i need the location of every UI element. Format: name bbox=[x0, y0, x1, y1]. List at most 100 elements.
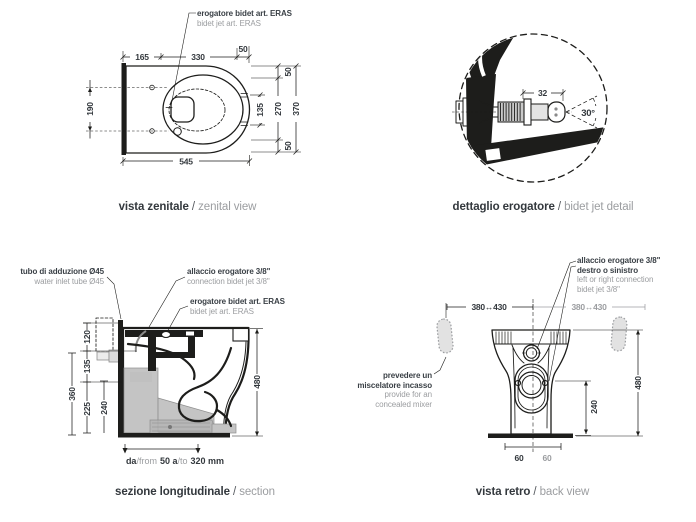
back-connection-label: allaccio erogatore 3/8" destro o sinistr… bbox=[577, 256, 660, 294]
drain-hole bbox=[517, 371, 546, 399]
dim-380-430-right: 380↔430 bbox=[571, 302, 607, 312]
ceramic-section bbox=[464, 35, 606, 167]
dim-480-section: 480 bbox=[252, 375, 262, 389]
back-dimensions: 380↔430 380↔430 240 480 60 60 bbox=[445, 301, 646, 463]
caption-detail-en: bidet jet detail bbox=[564, 201, 634, 213]
inlet-fittings bbox=[96, 349, 121, 363]
wall bbox=[118, 320, 123, 436]
mixer-positions bbox=[436, 316, 628, 354]
zenital-dimensions: 165 330 50 545 190 bbox=[85, 44, 301, 167]
back-opening bbox=[514, 363, 549, 414]
section-fixture bbox=[95, 317, 250, 438]
caption-zenital-sep: / bbox=[191, 201, 196, 213]
back-conn-it1: allaccio erogatore 3/8" bbox=[577, 256, 661, 265]
mixer-en1: provide for an bbox=[384, 390, 432, 399]
spray-cone: 30° bbox=[565, 95, 598, 129]
mixer-it2: miscelatore incasso bbox=[357, 380, 432, 390]
zenital-fixture bbox=[86, 12, 251, 155]
caption-section-it: sezione longitudinale bbox=[115, 486, 230, 498]
detail-circle bbox=[458, 33, 608, 183]
jet-label-it: erogatore bidet art. ERAS bbox=[190, 297, 285, 306]
callout-leader bbox=[170, 12, 196, 107]
mixer-en2: concealed mixer bbox=[375, 399, 432, 409]
caption-detail-it: dettaglio erogatore bbox=[452, 201, 555, 213]
mixer-it1: prevedere un bbox=[382, 371, 432, 380]
caption-back-en: back view bbox=[539, 486, 590, 498]
dim-60-left: 60 bbox=[515, 453, 524, 463]
dim-370: 370 bbox=[291, 102, 301, 116]
mixer-left bbox=[436, 318, 454, 354]
range-to: /to bbox=[177, 456, 188, 466]
caption-back-it: vista retro bbox=[475, 486, 531, 498]
caption-zenital-en: zenital view bbox=[198, 201, 257, 213]
dim-135: 135 bbox=[255, 103, 265, 117]
callout-jet-it: erogatore bidet art. ERAS bbox=[197, 9, 292, 18]
section-drawing: 120 135 225 360 240 480 bbox=[67, 276, 263, 454]
mixer-right bbox=[610, 316, 628, 352]
seat-hinge-marks bbox=[240, 93, 248, 126]
range-da: da bbox=[125, 456, 137, 466]
dim-165: 165 bbox=[135, 52, 149, 62]
dim-380-430-left: 380↔430 bbox=[471, 302, 507, 312]
back-leaders bbox=[433, 260, 577, 382]
detail-dimensions: 32 bbox=[520, 87, 566, 101]
dim-angle-30: 30° bbox=[581, 108, 595, 119]
dim-190: 190 bbox=[85, 102, 95, 116]
dim-50-right-top: 50 bbox=[283, 67, 293, 76]
zenital-view-drawing: 165 330 50 545 190 bbox=[85, 12, 301, 167]
back-view-drawing: 380↔430 380↔430 240 480 60 60 bbox=[433, 260, 646, 463]
dim-50-top: 50 bbox=[239, 44, 248, 54]
caption-detail: dettaglio erogatore / bidet jet detail bbox=[428, 201, 658, 213]
dim-135: 135 bbox=[82, 359, 92, 373]
bowl-profile bbox=[126, 342, 233, 428]
jet-nozzle bbox=[160, 330, 172, 339]
mixer-label: prevedere un miscelatore incasso provide… bbox=[332, 371, 432, 409]
zenital-callout: erogatore bidet art. ERAS bidet jet art.… bbox=[197, 9, 292, 28]
inlet-label: tubo di adduzione Ø45 water inlet tube Ø… bbox=[14, 267, 104, 286]
dim-50-right-bottom: 50 bbox=[283, 141, 293, 150]
dim-330: 330 bbox=[191, 52, 205, 62]
floor bbox=[118, 433, 230, 438]
jet-label-en: bidet jet art. ERAS bbox=[190, 306, 254, 316]
dim-225: 225 bbox=[82, 402, 92, 416]
back-conn-it2: destro o sinistro bbox=[577, 265, 638, 275]
caption-section-en: section bbox=[239, 486, 275, 498]
caption-zenital-it: vista zenitale bbox=[118, 201, 189, 213]
hatch-left bbox=[495, 331, 512, 344]
caption-zenital: vista zenitale / zenital view bbox=[55, 201, 320, 213]
range-from: /from bbox=[136, 456, 157, 466]
range-v2: 320 mm bbox=[190, 456, 225, 466]
dim-270: 270 bbox=[273, 102, 283, 116]
hatch-right bbox=[550, 331, 567, 344]
dim-60-right: 60 bbox=[543, 453, 552, 463]
dim-545: 545 bbox=[179, 157, 193, 167]
caption-section-sep: / bbox=[232, 486, 237, 498]
back-conn-en1: left or right connection bbox=[577, 275, 654, 284]
dim-120: 120 bbox=[82, 330, 92, 344]
dim-480-back: 480 bbox=[633, 376, 643, 390]
jet-assembly bbox=[452, 97, 572, 127]
inlet-label-it: tubo di adduzione Ø45 bbox=[20, 267, 104, 276]
caption-section: sezione longitudinale / section bbox=[50, 486, 340, 498]
range-v1: 50 a bbox=[159, 456, 178, 466]
caption-back: vista retro / back view bbox=[420, 486, 645, 498]
floor bbox=[488, 433, 573, 438]
dim-240-back: 240 bbox=[589, 400, 599, 414]
section-gray-internals bbox=[123, 367, 237, 435]
connection-label-en: connection bidet jet 3/8" bbox=[187, 276, 270, 286]
caption-back-sep: / bbox=[533, 486, 537, 498]
section-dimensions: 120 135 225 360 240 480 bbox=[67, 322, 263, 454]
back-fixture bbox=[488, 329, 573, 438]
dim-32: 32 bbox=[538, 88, 547, 98]
jet-detail-drawing: 30° 32 bbox=[452, 33, 608, 183]
jet-label: erogatore bidet art. ERAS bidet jet art.… bbox=[190, 297, 285, 316]
callout-jet-en: bidet jet art. ERAS bbox=[197, 18, 261, 28]
connection-label: allaccio erogatore 3/8" connection bidet… bbox=[187, 267, 270, 286]
connection-label-it: allaccio erogatore 3/8" bbox=[187, 267, 271, 276]
dim-240-section: 240 bbox=[99, 401, 109, 415]
section-leaders bbox=[106, 276, 189, 335]
inlet-label-en: water inlet tube Ø45 bbox=[34, 276, 104, 286]
caption-detail-sep: / bbox=[557, 201, 561, 213]
